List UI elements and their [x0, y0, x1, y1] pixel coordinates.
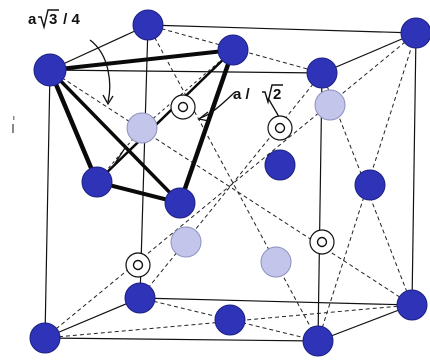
tetra-edge — [47, 67, 100, 185]
hole-marker — [125, 252, 151, 278]
dark-atom — [164, 187, 196, 219]
dark-atom — [214, 304, 246, 336]
hole-marker — [170, 94, 196, 120]
dark-atom — [264, 149, 296, 181]
dark-atom — [302, 325, 334, 357]
cube-edge — [49, 24, 149, 71]
light-atom — [126, 112, 158, 144]
dark-atom — [29, 322, 61, 354]
hole-marker — [309, 229, 335, 255]
face-diagonal — [147, 24, 323, 74]
holes — [125, 94, 335, 278]
dark-atom — [124, 282, 156, 314]
body-diagonal — [44, 32, 417, 339]
arrow-head — [197, 111, 210, 122]
dark-atom — [354, 169, 386, 201]
tetra-edge — [95, 48, 235, 184]
tetra-edge — [48, 48, 235, 72]
cube-edge — [147, 24, 417, 34]
dark-atoms — [29, 9, 430, 357]
stray-marks — [12, 116, 15, 133]
hole-marker — [267, 115, 293, 141]
tetra-edge-label-radicand: 3 — [49, 11, 57, 28]
light-atom — [260, 246, 292, 278]
tetra-edge-label-prefix: a — [28, 11, 37, 28]
cube-edge — [317, 304, 413, 342]
hole-pointer — [111, 147, 126, 169]
body-diagonal — [147, 24, 319, 342]
dark-atom — [132, 9, 164, 41]
sqrt-sign — [262, 84, 283, 105]
annotation-arrows — [89, 39, 283, 169]
cube-edges — [44, 24, 417, 342]
dark-atom — [217, 34, 249, 66]
cube-edge — [44, 297, 141, 339]
dark-atom — [306, 57, 338, 89]
tetra-edge-label-suffix: / 4 — [59, 11, 81, 28]
tetra-edge-label: a 3 / 4 — [28, 9, 81, 30]
dark-atom — [33, 53, 67, 87]
face-diag-label-prefix: a / — [233, 86, 254, 103]
cube-edge — [44, 337, 319, 342]
cube-edge — [44, 69, 51, 339]
arrow-head — [102, 94, 114, 106]
sqrt-sign — [38, 9, 59, 30]
face-diag-label: a / 2 — [233, 84, 283, 105]
face-diag-label-radicand: 2 — [273, 86, 281, 103]
dark-atom — [81, 166, 113, 198]
cube-edge — [321, 32, 417, 74]
cube-edge — [139, 297, 413, 306]
body-diagonal — [49, 69, 413, 306]
dark-atom — [396, 289, 428, 321]
cube-edge — [411, 32, 417, 306]
stray-mark — [12, 124, 14, 133]
light-atoms — [126, 89, 346, 278]
light-atom — [314, 89, 346, 121]
tetra-edge — [48, 68, 182, 205]
tetra-edge-label-arrow — [89, 39, 111, 103]
cube-edge — [49, 69, 323, 74]
body-diagonal — [139, 72, 323, 299]
tetra-center-lines — [96, 49, 234, 183]
stray-mark — [13, 116, 15, 120]
light-atom — [170, 226, 202, 258]
tetra-edge — [177, 47, 236, 206]
dark-atom — [400, 17, 430, 49]
center-line — [141, 49, 234, 129]
